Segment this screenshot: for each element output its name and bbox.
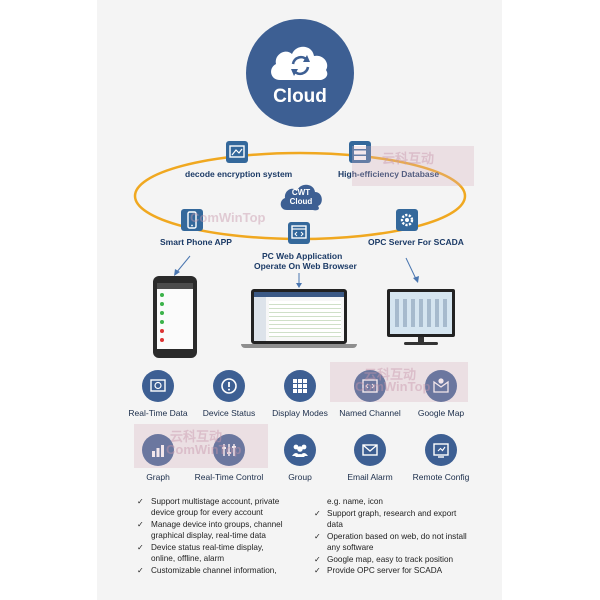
decode-encryption-label: decode encryption system [185, 169, 293, 179]
opc-server-label: OPC Server For SCADA [368, 237, 464, 247]
google-map-icon [425, 370, 457, 402]
feature-label-realtime-data: Real-Time Data [128, 408, 188, 418]
cloud-title: Cloud [273, 86, 327, 107]
bullet-left-2-line2: graphical display, real-time data [151, 530, 266, 540]
phone-status-dot [160, 311, 164, 315]
watermark-en: ComWinTop [190, 210, 266, 225]
bullet-left-1-line2: device group for every account [151, 507, 263, 517]
laptop-screen [251, 289, 347, 344]
graph-icon [142, 434, 174, 466]
phone-screen [157, 283, 193, 349]
bullet-left-2: ✓ [137, 520, 144, 529]
watermark-cn: 云科互动 [364, 367, 417, 382]
monitor-screen [387, 289, 455, 337]
group-icon [284, 434, 316, 466]
watermark-box [330, 362, 468, 402]
scada-diagram [395, 299, 447, 327]
feature-label-device-status: Device Status [202, 408, 256, 418]
bullet-right-continuation: e.g. name, icon [327, 497, 383, 506]
bullet-right-3-line1: Google map, easy to track position [327, 555, 454, 564]
email-alarm-icon [354, 434, 386, 466]
bullet-left-4-line1: Customizable channel information, [151, 566, 277, 575]
cloud-sync-icon [271, 46, 328, 80]
realtime-control-icon [213, 434, 245, 466]
cwt-line2: Cloud [289, 197, 313, 206]
bullet-left-3-line1: Device status real-time display, [151, 543, 264, 552]
watermark-en: ComWinTop [166, 442, 242, 457]
database-icon [349, 141, 371, 163]
bullet-right-3: ✓ [314, 555, 321, 564]
bullet-left-3-line2: online, offline, alarm [151, 553, 225, 563]
display-modes-icon [284, 370, 316, 402]
laptop-base [241, 344, 357, 348]
feature-label-group: Group [288, 472, 312, 482]
phone-screen-header [157, 283, 193, 289]
feature-label-realtime-control: Real-Time Control [194, 472, 264, 482]
watermark-box [352, 146, 474, 186]
bullet-left-3: ✓ [137, 543, 144, 552]
laptop-display [254, 292, 344, 341]
cwt-line1: CWT [291, 188, 311, 197]
watermark-cn: 云科互动 [382, 151, 435, 166]
feature-label-email-alarm: Email Alarm [347, 472, 393, 482]
bullet-right-1: ✓ [314, 509, 321, 518]
watermark-cn: 云科互动 [170, 429, 223, 444]
smartphone-label: Smart Phone APP [160, 237, 232, 247]
bullet-right-2-line1: Operation based on web, do not install [327, 532, 467, 541]
remote-config-icon [425, 434, 457, 466]
bullet-left-1-line1: Support multistage account, private [151, 497, 280, 506]
bullet-left-4: ✓ [137, 566, 144, 575]
bullet-left-2-line1: Manage device into groups, channel [151, 520, 283, 529]
bullet-right-1-line1: Support graph, research and export [327, 509, 457, 518]
cwt-cloud-icon [280, 184, 322, 211]
opc-server-icon [396, 209, 418, 231]
phone-status-dot [160, 302, 164, 306]
phone-status-dot [160, 320, 164, 324]
device-status-icon [213, 370, 245, 402]
phone-status-dot [160, 338, 164, 342]
phone-status-dot [160, 329, 164, 333]
phone-status-dot [160, 293, 164, 297]
laptop-app-sidebar [254, 297, 266, 341]
pc-web-label-1: PC Web Application [262, 251, 343, 261]
feature-label-graph: Graph [146, 472, 170, 482]
pc-web-label-2: Operate On Web Browser [254, 261, 357, 271]
database-label: High-efficiency Database [338, 169, 440, 179]
feature-label-named-channel: Named Channel [339, 408, 401, 418]
phone-device [153, 276, 197, 358]
decode-encryption-icon [226, 141, 248, 163]
bullet-right-2: ✓ [314, 532, 321, 541]
bullet-right-1-line2: data [327, 519, 343, 529]
laptop-app-header [254, 292, 344, 297]
bullet-right-2-line2: any software [327, 542, 374, 552]
bullet-left-1: ✓ [137, 497, 144, 506]
monitor-stand [418, 337, 424, 342]
smartphone-icon [181, 209, 203, 231]
bullet-right-4-line1: Provide OPC server for SCADA [327, 566, 443, 575]
watermark-box [134, 424, 268, 468]
watermark-en: ComWinTop [355, 379, 431, 394]
feature-label-remote-config: Remote Config [412, 472, 470, 482]
web-app-icon [288, 222, 310, 244]
laptop-app-grid [269, 301, 341, 337]
realtime-data-icon [142, 370, 174, 402]
monitor-display [390, 292, 452, 334]
named-channel-icon [354, 370, 386, 402]
monitor-foot [404, 342, 438, 345]
feature-label-display-modes: Display Modes [272, 408, 328, 418]
bullet-right-4: ✓ [314, 566, 321, 575]
feature-label-google-map: Google Map [417, 408, 465, 418]
